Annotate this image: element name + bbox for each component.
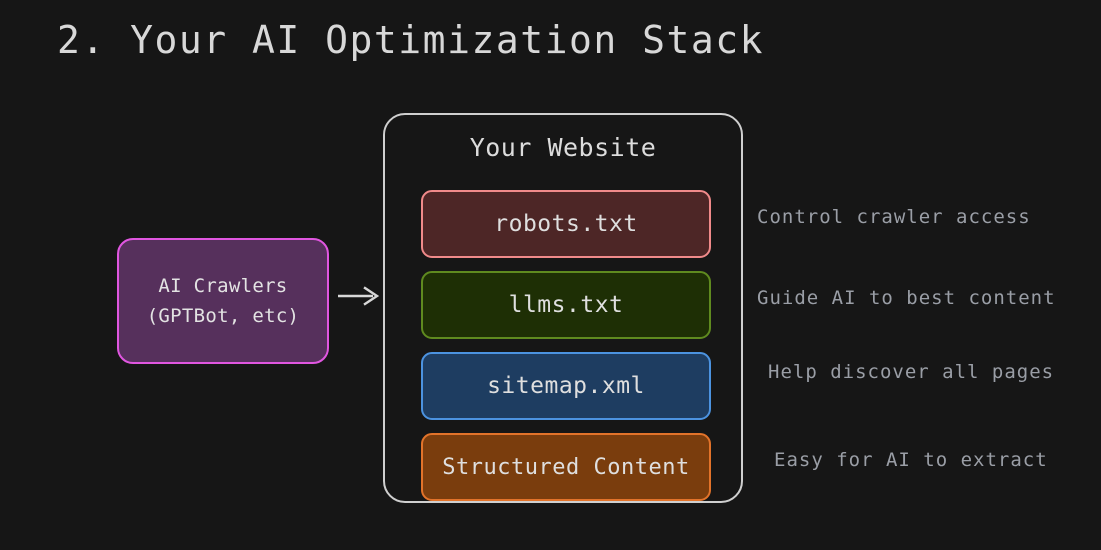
annotation-robots-txt: Control crawler access (757, 206, 1031, 228)
website-stack-list: robots.txt llms.txt sitemap.xml Structur… (421, 190, 711, 514)
annotation-structured-content: Easy for AI to extract (774, 449, 1048, 471)
ai-crawlers-label-line-2: (GPTBot, etc) (146, 305, 300, 327)
ai-crawlers-node: AI Crawlers (GPTBot, etc) (117, 238, 329, 364)
stack-item-label: llms.txt (508, 292, 624, 318)
stack-item-structured-content[interactable]: Structured Content (421, 433, 711, 501)
annotation-sitemap-xml: Help discover all pages (768, 361, 1055, 383)
ai-crawlers-label-line-1: AI Crawlers (158, 275, 288, 297)
stack-item-label: Structured Content (442, 454, 690, 480)
arrow-right-icon (337, 284, 383, 308)
stack-item-label: sitemap.xml (487, 373, 645, 399)
website-container: Your Website robots.txt llms.txt sitemap… (383, 113, 743, 503)
annotation-llms-txt: Guide AI to best content (757, 287, 1056, 309)
stack-item-label: robots.txt (494, 211, 638, 237)
stack-item-robots-txt[interactable]: robots.txt (421, 190, 711, 258)
website-title: Your Website (469, 133, 657, 162)
stack-item-sitemap-xml[interactable]: sitemap.xml (421, 352, 711, 420)
page-title: 2. Your AI Optimization Stack (57, 18, 764, 62)
stack-item-llms-txt[interactable]: llms.txt (421, 271, 711, 339)
